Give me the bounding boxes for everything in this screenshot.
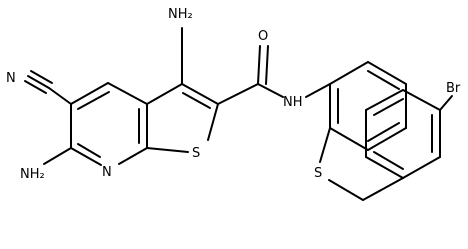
bond-carbonyl-o-inner [265, 45, 269, 85]
bond-br3-br4 [402, 89, 441, 111]
bond-c3a-c3 [146, 83, 183, 105]
bonds [24, 27, 453, 201]
bond-ar1-ar2 [329, 61, 369, 85]
bond-c-br [439, 95, 453, 111]
bond-cn-triple-1 [27, 75, 50, 89]
bond-n7-c7a [118, 147, 148, 165]
bond-ch2-br1 [362, 177, 404, 201]
bond-br6-br1-inner [373, 151, 404, 170]
bond-c6-nh2 [43, 147, 72, 165]
label-amide-o: O [258, 29, 268, 44]
bond-ar4-ar5-inner [367, 122, 400, 142]
bond-ar6-s [319, 127, 331, 163]
bond-br4-br5 [365, 89, 404, 111]
atom-labels: NH₂ NH₂ N N S O NH S Br [6, 7, 461, 182]
bond-c3a-c4 [107, 82, 148, 105]
bond-ar2-ar3-inner [367, 70, 400, 90]
bond-n-aryl [305, 83, 331, 98]
bond-br1-br2 [402, 156, 441, 179]
label-pyridine-n: N [102, 165, 112, 180]
bond-c6-n7 [70, 147, 102, 166]
bond-cn-triple-3 [24, 80, 47, 94]
bond-s-ch2 [328, 179, 364, 201]
bond-c2-s1 [207, 103, 219, 141]
bond-s1-c7a [146, 147, 189, 153]
bond-br4-br5-inner [373, 98, 404, 116]
bond-c4-c5-inner [77, 91, 110, 110]
bond-c5-cn [48, 87, 72, 105]
bond-c3-c2-inner [182, 92, 211, 109]
label-thioether-s: S [314, 166, 322, 181]
label-amide-nh: NH [283, 95, 303, 110]
bond-br6-br1 [365, 156, 404, 179]
label-nh2-left: NH₂ [20, 167, 45, 182]
bond-ar4-ar5 [367, 127, 407, 151]
bond-cn-triple-2 [30, 70, 53, 84]
label-nh2-top: NH₂ [168, 7, 193, 22]
bond-c2-carbonyl [217, 83, 259, 105]
bond-c3-c2 [181, 83, 219, 105]
bond-ar2-ar3 [367, 61, 407, 85]
label-thiophene-s: S [192, 146, 200, 161]
label-nitrile-n: N [6, 71, 16, 86]
bond-carbonyl-o [257, 45, 261, 85]
bond-c6-n7-inner [77, 143, 101, 158]
bond-c4-c5 [70, 82, 109, 105]
bond-carbonyl-n [257, 83, 284, 98]
label-bromine: Br [446, 81, 461, 96]
bond-ar5-ar6 [329, 127, 369, 151]
